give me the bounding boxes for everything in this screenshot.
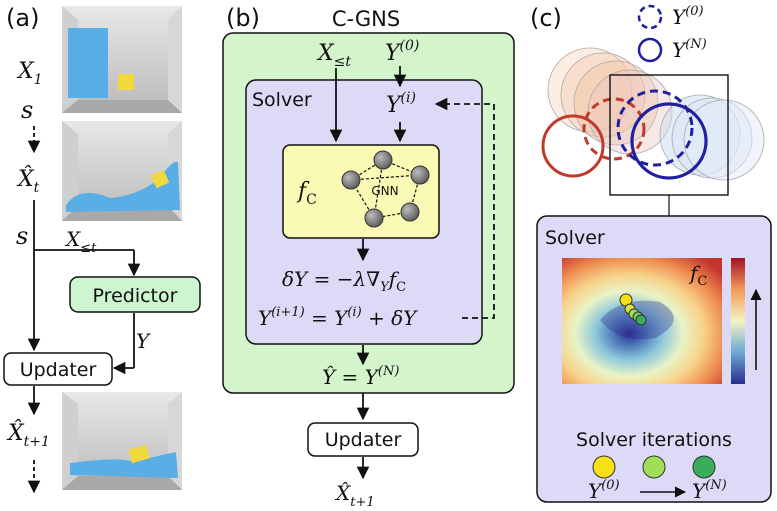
y0-label-b: Y(0) [385, 38, 419, 66]
gnn-node [400, 202, 420, 222]
updater-label-b: Updater [325, 429, 402, 451]
simulation-frame-next [62, 392, 182, 490]
legend-y0: Y(0) [672, 4, 704, 29]
s-top-label: s [21, 96, 33, 124]
fc-box [282, 144, 440, 239]
initial-object-circle [541, 114, 605, 178]
iteration-swatch-mid [642, 455, 666, 479]
predictor-box [69, 276, 201, 313]
gnn-label: GNN [371, 184, 398, 198]
xhat-t1-label-a: X̂t+1 [6, 420, 50, 450]
simulation-frame-initial [62, 6, 182, 113]
predictor-label: Predictor [93, 285, 178, 307]
initial-prediction-circle [582, 97, 646, 161]
delta-equation: δY = −λ∇YfC [282, 267, 406, 295]
x-le-t-label-a: X≤t [64, 227, 97, 256]
iter-to-label: Y(N) [692, 478, 727, 503]
circle-trajectory [547, 47, 765, 181]
iteration-swatch-last [692, 455, 716, 479]
x1-label: X1 [16, 59, 43, 88]
yi-label: Y(i) [386, 90, 416, 118]
y-label-a: Y [136, 329, 151, 353]
gnn-node [410, 165, 430, 185]
legend-initial-circle [637, 4, 663, 30]
panel-b-label: (b) [226, 4, 260, 32]
iteration-swatch-first [592, 455, 616, 479]
updater-box-a [3, 352, 113, 386]
feedback-arrow [434, 97, 495, 319]
legend-final-circle [637, 37, 663, 63]
panel-a-label: (a) [6, 4, 39, 32]
iter-from-label: Y(0) [588, 478, 620, 503]
simulation-frame-mid [62, 121, 182, 221]
s-mid-label: s [16, 222, 28, 250]
solver-label-b: Solver [252, 89, 312, 111]
gnn-node [341, 170, 361, 190]
gnn-node [364, 208, 384, 228]
iterations-title: Solver iterations [576, 429, 732, 451]
updater-box-b [307, 422, 419, 457]
panel-c-label: (c) [530, 4, 562, 32]
x-le-t-label-b: X≤t [316, 41, 351, 70]
xhat-t-label: X̂t [16, 166, 40, 196]
gnn-node [373, 150, 393, 170]
y0-circle [616, 89, 694, 167]
legend-yn: Y(N) [672, 37, 707, 62]
yhat-equation: Ŷ = Y(N) [322, 364, 399, 389]
cgns-title: C-GNS [332, 7, 400, 31]
colorbar [731, 258, 745, 384]
updater-label-a: Updater [20, 359, 97, 381]
yn-circle [630, 102, 708, 180]
solver-label-c: Solver [545, 227, 605, 249]
xhat-t1-label-b: X̂t+1 [334, 481, 375, 510]
update-equation: Y(i+1) = Y(i) + δY [258, 305, 418, 330]
iteration-point [635, 314, 647, 326]
